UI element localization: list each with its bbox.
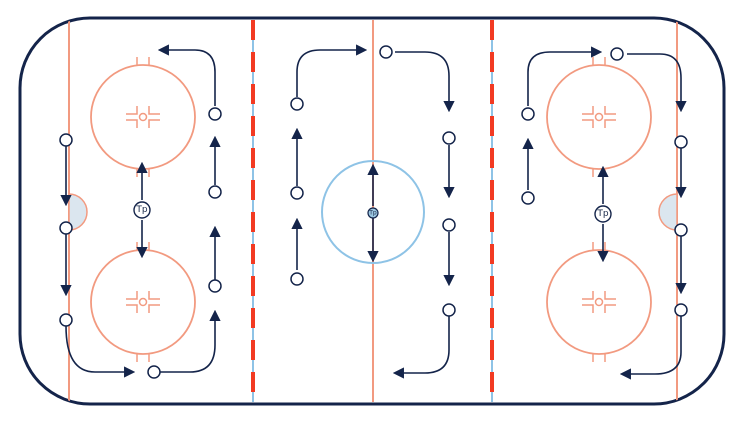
arrow-left-bottom-return bbox=[160, 309, 221, 373]
arrow-center-bottom-curve bbox=[392, 316, 450, 379]
goal-crease-right bbox=[658, 193, 678, 231]
player-marker-17 bbox=[610, 47, 624, 61]
player-marker-20 bbox=[674, 303, 688, 317]
player-marker-4 bbox=[59, 313, 73, 327]
arrow-right-top-return bbox=[627, 53, 687, 113]
coach-marker-left: Tp bbox=[133, 201, 151, 219]
center-circle bbox=[321, 160, 425, 264]
arrow-left-top-curve bbox=[157, 44, 216, 106]
player-marker-8 bbox=[290, 97, 304, 111]
coach-label-center: Tp bbox=[368, 210, 377, 217]
player-marker-18 bbox=[674, 135, 688, 149]
coach-marker-center: Tp bbox=[367, 207, 379, 219]
player-marker-10 bbox=[290, 272, 304, 286]
player-marker-15 bbox=[521, 107, 535, 121]
player-marker-12 bbox=[442, 131, 456, 145]
coach-label-left: Tp bbox=[135, 205, 147, 215]
arrow-right-bottom-curve bbox=[619, 316, 682, 380]
player-marker-11 bbox=[379, 45, 393, 59]
arrow-left-bottom-curve bbox=[65, 325, 136, 378]
player-marker-1 bbox=[208, 107, 222, 121]
player-marker-6 bbox=[208, 279, 222, 293]
coach-label-right: Tp bbox=[596, 209, 608, 219]
arrow-center-right-top bbox=[395, 51, 455, 113]
coach-marker-right: Tp bbox=[594, 205, 612, 223]
player-marker-13 bbox=[442, 218, 456, 232]
faceoff-circle-right-bottom bbox=[546, 242, 652, 362]
player-marker-14 bbox=[442, 303, 456, 317]
arrow-center-top-curve bbox=[296, 44, 368, 97]
player-marker-7 bbox=[147, 365, 161, 379]
player-marker-19 bbox=[674, 223, 688, 237]
player-marker-5 bbox=[208, 185, 222, 199]
player-marker-2 bbox=[59, 133, 73, 147]
goal-crease-left bbox=[68, 193, 88, 231]
player-marker-3 bbox=[59, 221, 73, 235]
arrow-right-top-curve bbox=[527, 46, 603, 106]
player-marker-16 bbox=[521, 191, 535, 205]
player-marker-9 bbox=[290, 186, 304, 200]
